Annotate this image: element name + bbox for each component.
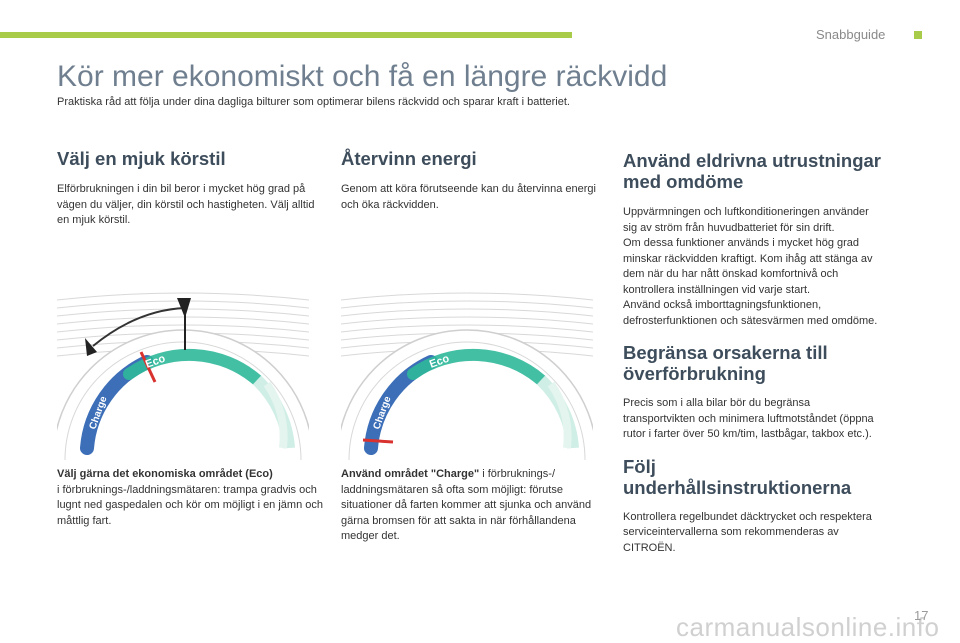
col3-heading2: Begränsa orsakerna till överförbrukning	[623, 342, 828, 384]
section-label: Snabbguide	[816, 27, 886, 42]
col3-heading1: Använd eldrivna utrustningar med omdöme	[623, 150, 882, 192]
col2-caption-bold: Använd området "Charge"	[341, 468, 480, 480]
col3-body1: Uppvärmningen och luftkonditioneringen a…	[623, 206, 869, 234]
col1-caption: Välj gärna det ekonomiska området (Eco) i…	[57, 467, 327, 529]
col3-body3: Kontrollera regelbundet däcktrycket och …	[623, 510, 872, 554]
col2-caption-text: i förbruknings-/ laddningsmätaren så oft…	[341, 468, 592, 542]
top-accent-bar	[0, 32, 572, 38]
col3-heading3: Följ underhållsinstruktionerna	[623, 455, 852, 498]
col2-heading: Återvinn energi	[341, 148, 477, 169]
col1-heading: Välj en mjuk körstil	[57, 148, 226, 169]
col2-caption: Använd området "Charge" i förbruknings-/…	[341, 467, 601, 545]
col1-text: Välj en mjuk körstil Elförbrukningen i d…	[57, 148, 327, 229]
watermark: carmanualsonline.info	[676, 612, 940, 642]
page-title: Kör mer ekonomiskt och få en längre räck…	[57, 60, 668, 93]
col3-body1c: Använd också imborttagningsfunktionen, d…	[623, 299, 878, 327]
col3-body1b: Om dessa funktioner används i mycket hög…	[623, 237, 873, 296]
page-subtitle: Praktiska råd att följa under dina dagli…	[57, 96, 570, 108]
col1-body: Elförbrukningen i din bil beror i mycket…	[57, 183, 315, 226]
col2-body: Genom att köra förutseende kan du återvi…	[341, 183, 596, 211]
col3-body2: Precis som i alla bilar bör du begränsa …	[623, 397, 874, 440]
col3-text: Använd eldrivna utrustningar med omdöme …	[623, 150, 885, 556]
col1-caption-bold: Välj gärna det ekonomiska området (Eco)	[57, 468, 273, 480]
col1-caption-text: i förbruknings-/laddningsmätaren: trampa…	[57, 483, 323, 527]
page-number: 17	[914, 608, 929, 623]
col2-text: Återvinn energi Genom att köra förutseen…	[341, 148, 601, 213]
section-marker	[914, 31, 922, 39]
gauge-charge-illustration: Eco Charge	[341, 292, 593, 460]
gauge-eco-illustration: Eco Charge	[57, 292, 309, 460]
